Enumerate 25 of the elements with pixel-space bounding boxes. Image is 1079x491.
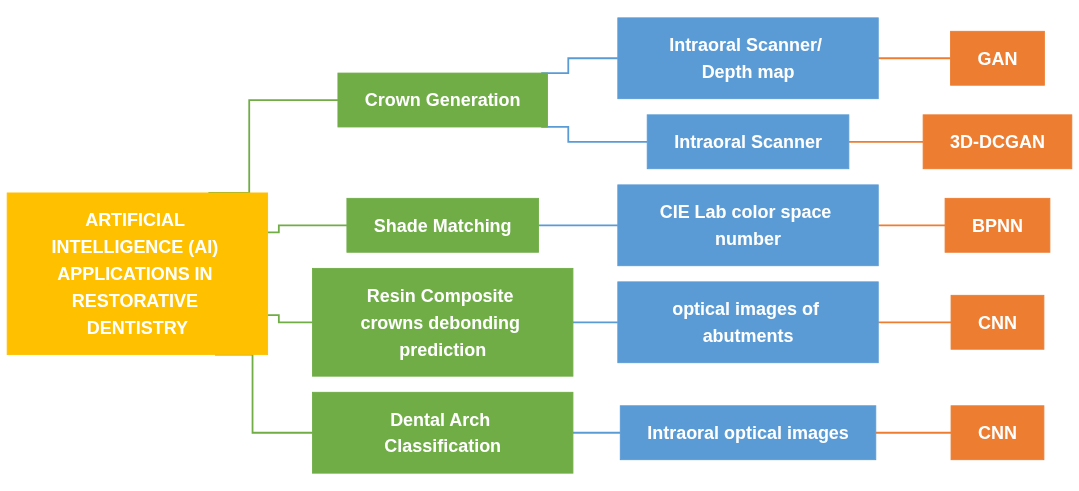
node-box: CIE Lab color space number (617, 184, 879, 267)
node-box: BPNN (944, 197, 1051, 253)
node-box: optical images of abutments (617, 281, 879, 364)
connector (266, 224, 348, 234)
node-box: Shade Matching (346, 197, 539, 253)
node-box: Intraoral Scanner (646, 114, 850, 170)
node-box: Intraoral optical images (619, 405, 877, 461)
node-box: Intraoral Scanner/ Depth map (617, 17, 879, 100)
connector (572, 431, 622, 434)
node-box: Crown Generation (337, 72, 548, 128)
node-box: 3D-DCGAN (922, 114, 1073, 170)
connector (537, 224, 619, 227)
node-box: CNN (950, 294, 1045, 350)
connector (266, 314, 314, 324)
connector (572, 321, 619, 324)
connector (877, 224, 946, 227)
connector (877, 321, 952, 324)
node-box: Resin Composite crowns debonding prediction (312, 267, 574, 377)
node-box: CNN (950, 405, 1045, 461)
node-box: GAN (950, 30, 1045, 86)
connector (847, 140, 925, 143)
connector (874, 431, 952, 434)
connector (877, 57, 952, 60)
node-box: Dental Arch Classification (312, 391, 574, 474)
node-box: ARTIFICIAL INTELLIGENCE (AI) APPLICATIONS IN RESTORATIVE DENTISTRY (6, 192, 269, 356)
